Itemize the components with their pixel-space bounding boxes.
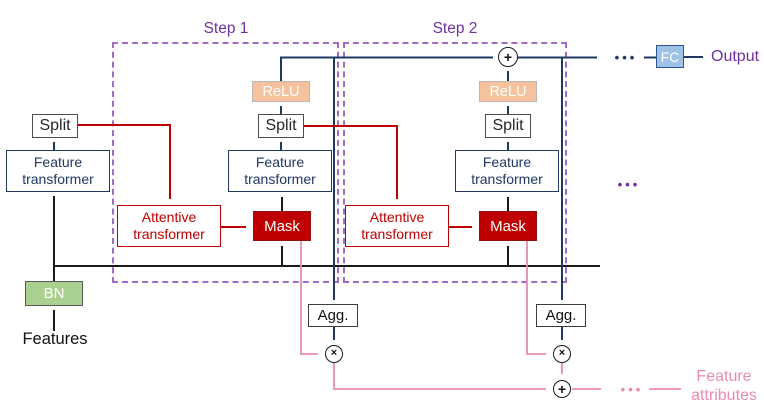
fc-block: FC (656, 45, 684, 68)
times-operator: × (558, 347, 566, 359)
features-label: Features (22, 330, 88, 348)
agg1-block: Agg. (308, 304, 358, 327)
split1-block: Split (32, 114, 78, 138)
edge-mask1-to-times1 (300, 241, 318, 355)
mask1-label: Mask (264, 217, 300, 235)
sum-top-circle: + (498, 47, 518, 67)
agg1-label: Agg. (317, 307, 349, 324)
multiply1-circle: × (325, 345, 343, 363)
ellipsis-bottom: ••• (620, 382, 644, 397)
edge-times1-to-plusb (333, 363, 546, 390)
edge-split1-to-at1 (78, 124, 171, 199)
relu1-block: ReLU (252, 81, 310, 102)
step2-frame (343, 42, 567, 283)
plus-operator: + (503, 48, 513, 65)
step2-label: Step 2 (432, 20, 478, 37)
plus-operator: + (557, 380, 567, 397)
split2-label: Split (265, 117, 297, 134)
split1-label: Split (39, 117, 71, 134)
output-label: Output (711, 48, 760, 65)
split3-label: Split (492, 117, 524, 134)
fc-label: FC (660, 48, 680, 65)
sum-bottom-circle: + (553, 380, 571, 398)
bn-label: BN (43, 285, 65, 302)
ellipsis-top: ••• (614, 50, 638, 65)
step1-frame (112, 42, 339, 283)
bn-block: BN (25, 281, 83, 306)
edge-split2-to-at2 (304, 125, 398, 199)
step1-label: Step 1 (203, 20, 249, 37)
edge-mask2-to-times2 (526, 241, 546, 355)
relu2-block: ReLU (479, 81, 537, 102)
times-operator: × (330, 347, 338, 359)
multiply2-circle: × (553, 345, 571, 363)
split2-block: Split (258, 114, 304, 138)
mask2-label: Mask (490, 217, 526, 235)
agg2-label: Agg. (545, 307, 577, 324)
ellipsis-middle: ••• (617, 177, 641, 192)
edge-relu1-to-plus (280, 56, 493, 81)
agg2-block: Agg. (536, 304, 586, 327)
mask2-block: Mask (479, 211, 537, 241)
mask1-block: Mask (253, 211, 311, 241)
relu2-label: ReLU (489, 83, 527, 100)
split3-block: Split (485, 114, 531, 138)
relu1-label: ReLU (262, 83, 300, 100)
